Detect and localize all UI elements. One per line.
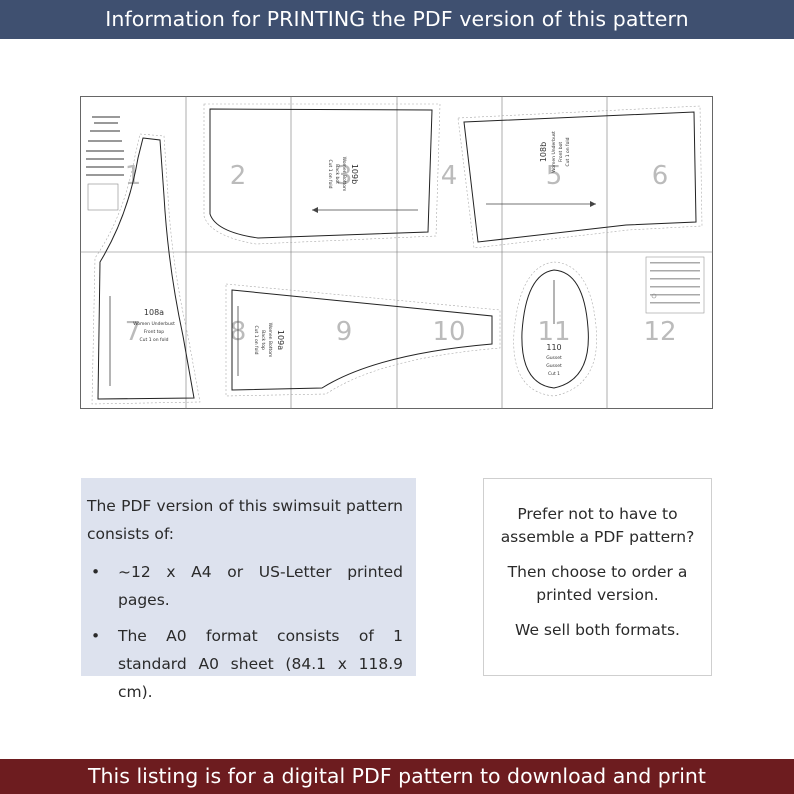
list-item: • ~12 x A4 or US-Letter printed pages. [87, 558, 403, 614]
order-text-printed: Then choose to order a printed version. [507, 563, 688, 604]
pattern-piece-109b: 109b Women Bottom Back bot Cut 1 on fold [203, 103, 441, 245]
bullet-text: The A0 format consists of 1 standard A0 … [118, 627, 403, 701]
page-number: 2 [230, 161, 247, 191]
info-intro-text: The PDF version of this swimsuit pattern… [87, 497, 403, 543]
svg-text:108a: 108a [144, 308, 164, 317]
pattern-piece-110: 110 Gusset Gusset Cut 1 [513, 261, 597, 397]
svg-text:Cut 1 on fold: Cut 1 on fold [140, 337, 169, 343]
svg-text:Women Underbust: Women Underbust [551, 131, 557, 173]
svg-text:109a: 109a [276, 330, 285, 350]
svg-text:Cut 1 on fold: Cut 1 on fold [253, 326, 259, 355]
page-number: 6 [652, 161, 669, 191]
printed-version-box: Prefer not to have to assemble a PDF pat… [483, 478, 712, 676]
page-number: 1 [125, 161, 142, 191]
svg-text:Cut 1 on fold: Cut 1 on fold [327, 160, 333, 189]
svg-text:108b: 108b [539, 142, 548, 162]
svg-text:Back top: Back top [260, 330, 266, 350]
bullet-text: ~12 x A4 or US-Letter printed pages. [118, 563, 403, 609]
page-number: 7 [125, 317, 142, 347]
order-text-assemble: Prefer not to have to assemble a PDF pat… [500, 505, 695, 546]
order-text-formats: We sell both formats. [515, 621, 680, 639]
page-grid-lines [80, 96, 713, 409]
pattern-piece-108a: 108a Women Underbust Front top Cut 1 on … [91, 133, 201, 405]
svg-text:109b: 109b [350, 164, 359, 184]
page-number: 9 [336, 317, 353, 347]
page-number-labels: 1 2 3 4 5 6 7 8 9 10 11 12 [125, 161, 677, 347]
page-number: 12 [643, 317, 676, 347]
svg-text:110: 110 [546, 343, 561, 352]
pattern-preview: 1 2 3 4 5 6 7 8 9 10 11 12 [80, 96, 713, 409]
pattern-info-block [86, 116, 124, 211]
footer-banner: This listing is for a digital PDF patter… [0, 759, 794, 794]
page-number: 5 [546, 161, 563, 191]
list-item: • The A0 format consists of 1 standard A0… [87, 622, 403, 706]
info-bullet-list: • ~12 x A4 or US-Letter printed pages. • T… [87, 558, 403, 706]
page-number: 10 [432, 317, 465, 347]
pattern-legend-block [645, 256, 705, 314]
svg-text:Women Bottom: Women Bottom [267, 323, 273, 358]
pdf-info-box: The PDF version of this swimsuit pattern… [81, 478, 416, 701]
svg-text:Women Bottom: Women Bottom [341, 157, 347, 192]
svg-text:Gusset: Gusset [546, 363, 562, 369]
page-number: 4 [441, 161, 458, 191]
svg-text:Front top: Front top [144, 329, 164, 335]
svg-text:Front bot: Front bot [558, 142, 564, 162]
page-number: 3 [336, 161, 353, 191]
pattern-piece-109a: 109a Women Bottom Back top Cut 1 on fold [225, 283, 501, 397]
header-banner: Information for PRINTING the PDF version… [0, 0, 794, 39]
bullet-icon: • [91, 563, 101, 581]
bullet-icon: • [91, 627, 101, 645]
pattern-layout-drawing: 1 2 3 4 5 6 7 8 9 10 11 12 [80, 96, 713, 409]
svg-text:Back bot: Back bot [334, 164, 340, 184]
svg-text:Cut 1: Cut 1 [548, 371, 560, 377]
svg-text:Cut 1 on fold: Cut 1 on fold [565, 137, 571, 166]
svg-text:Gusset: Gusset [546, 355, 562, 361]
svg-text:Women Underbust: Women Underbust [133, 321, 175, 327]
pattern-piece-108b: 108b Women Underbust Front bot Cut 1 on … [457, 105, 703, 249]
